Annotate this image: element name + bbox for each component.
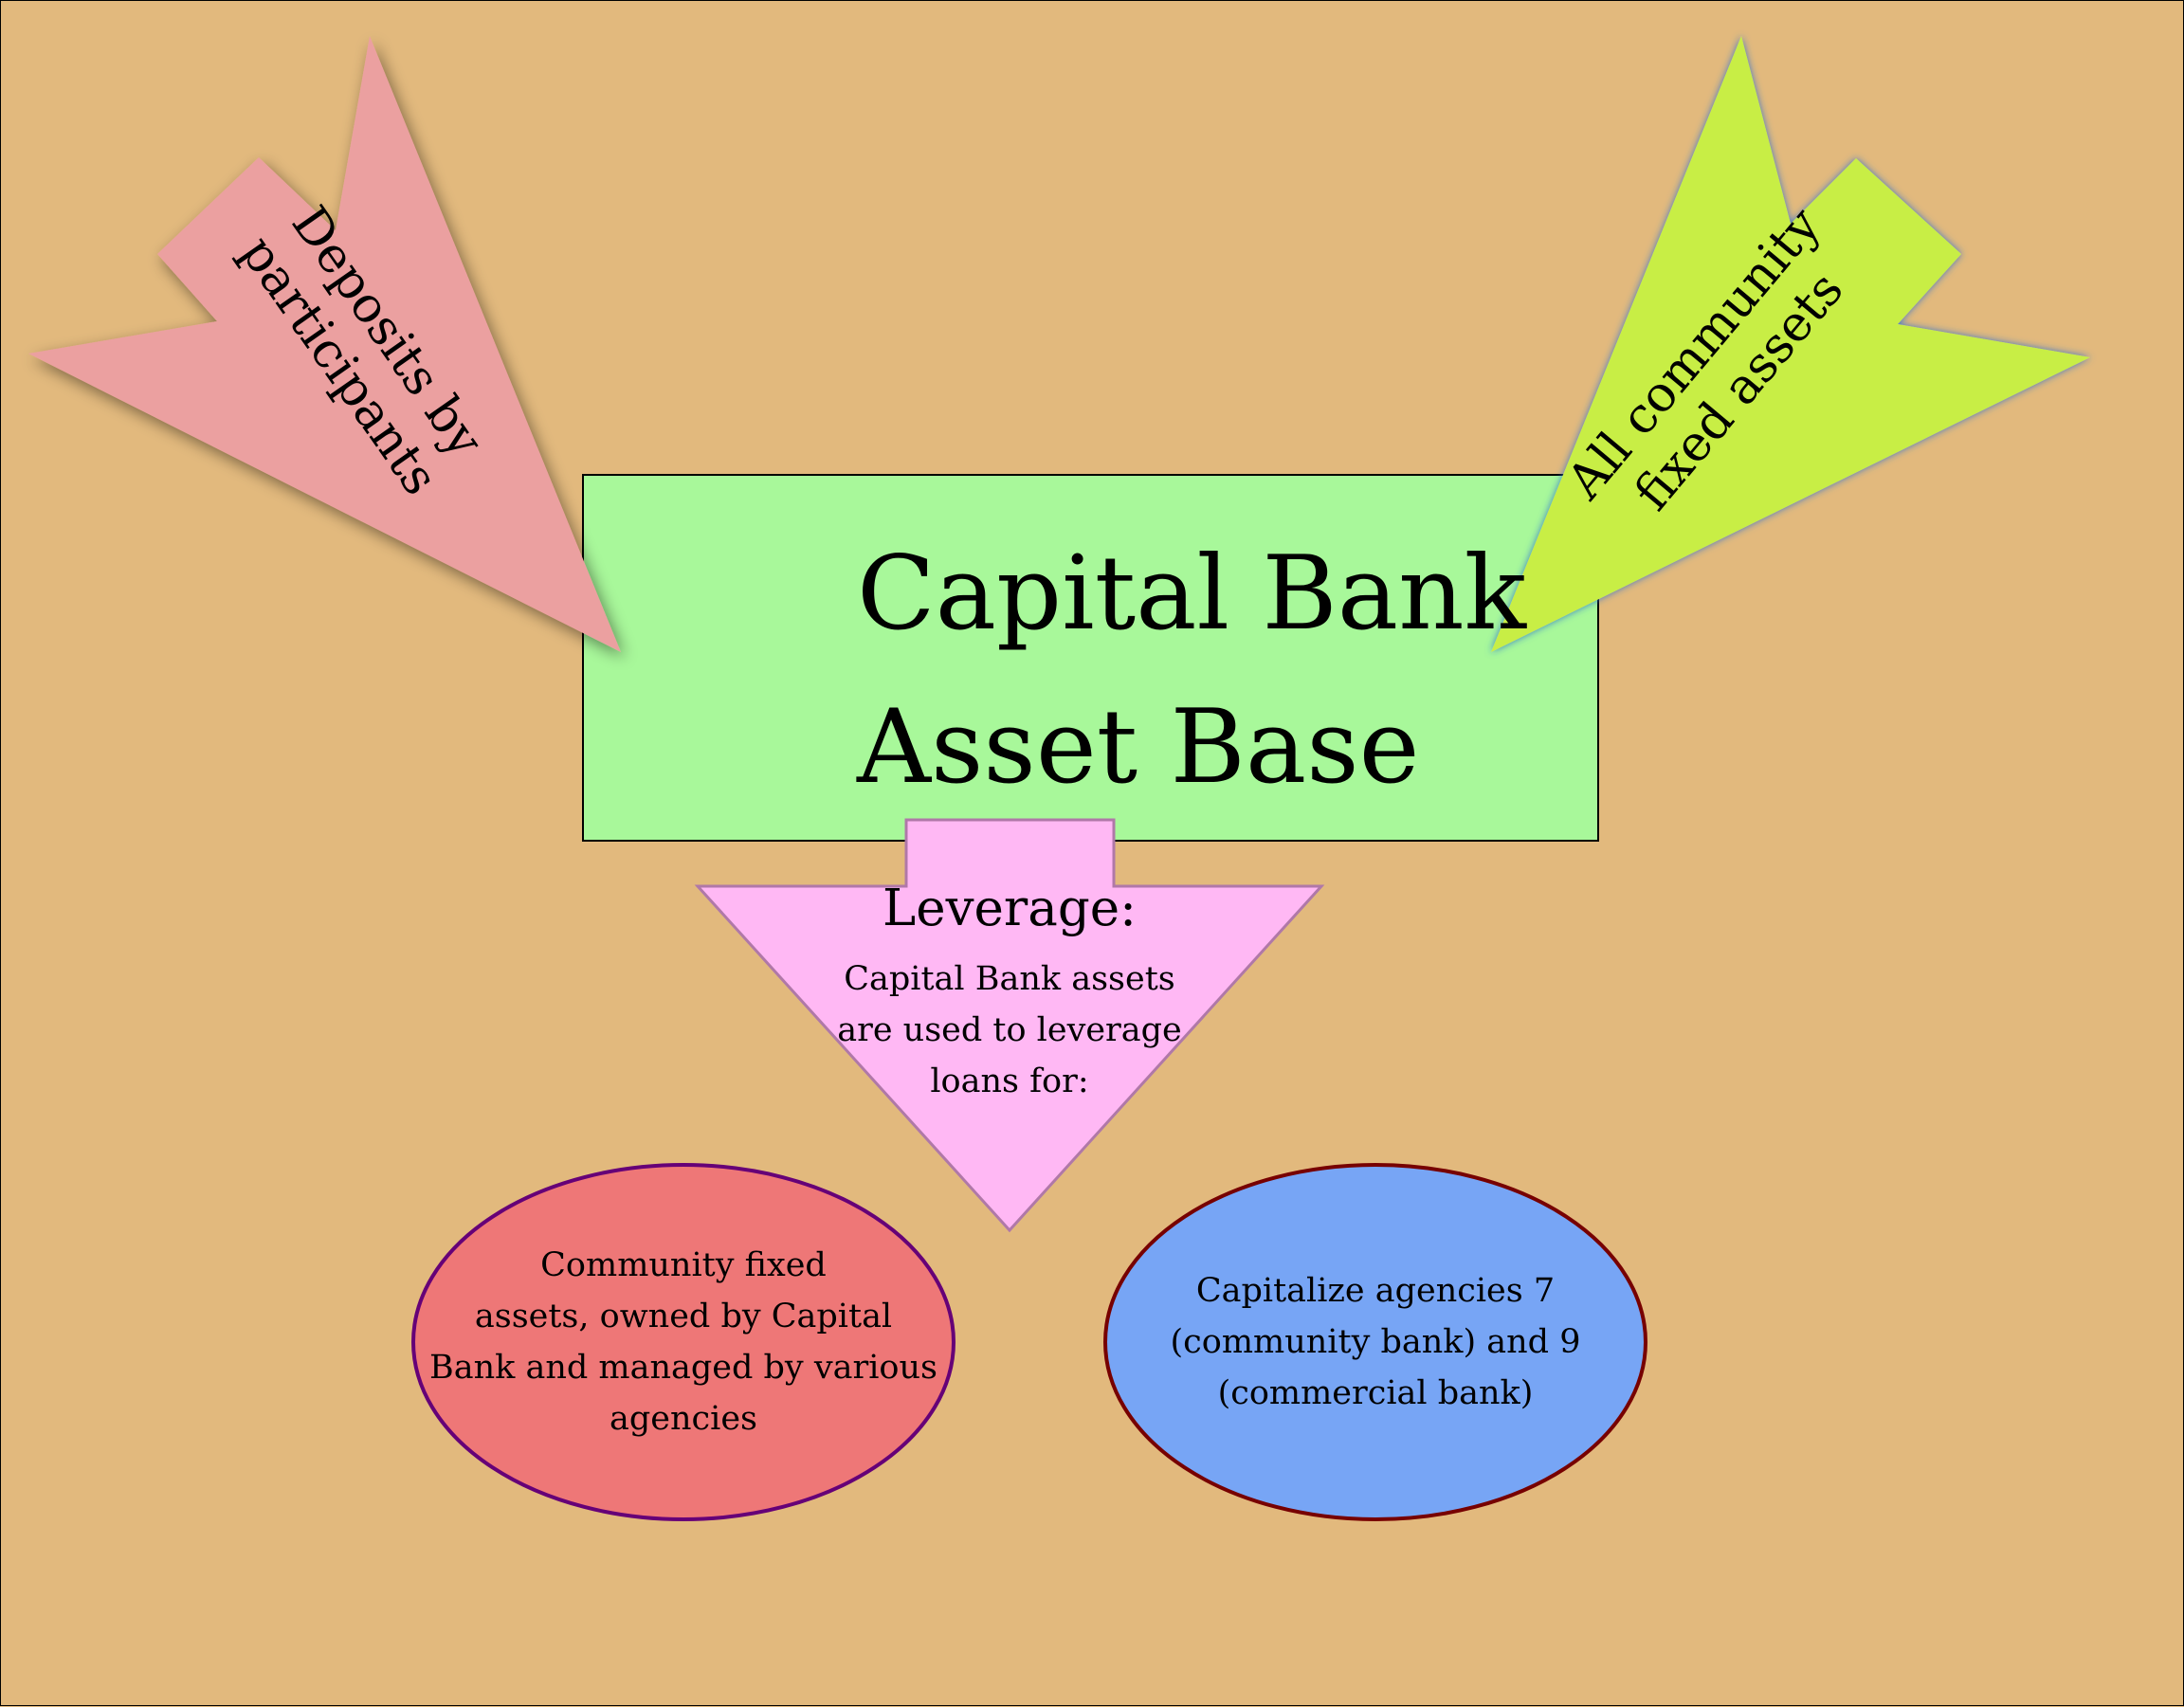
ellipse-line: Community fixed xyxy=(540,1246,827,1284)
asset-base-box xyxy=(582,474,1599,842)
community-assets-ellipse xyxy=(411,1163,956,1521)
title: Capital Bank Asset Base xyxy=(857,518,1526,825)
title-line-1: Capital Bank xyxy=(857,535,1527,653)
ellipse-line: Bank and managed by various xyxy=(429,1349,937,1387)
leverage-line: are used to leverage xyxy=(837,1011,1182,1049)
capitalize-agencies-text: Capitalize agencies 7 (community bank) a… xyxy=(1110,1265,1641,1419)
fixed-assets-arrow xyxy=(1491,36,2090,652)
title-line-2: Asset Base xyxy=(857,688,1420,807)
ellipse-line: (community bank) and 9 xyxy=(1170,1323,1581,1361)
leverage-heading: Leverage: xyxy=(883,880,1137,937)
leverage-line: Capital Bank assets xyxy=(844,960,1175,998)
leverage-line: loans for: xyxy=(930,1062,1089,1100)
ellipse-line: assets, owned by Capital xyxy=(474,1298,893,1335)
ellipse-line: Capitalize agencies 7 xyxy=(1195,1272,1556,1310)
community-assets-text: Community fixed assets, owned by Capital… xyxy=(418,1240,949,1444)
leverage-text: Capital Bank assets are used to leverage… xyxy=(820,953,1199,1107)
capitalize-agencies-ellipse xyxy=(1103,1163,1647,1521)
leverage-arrow xyxy=(694,818,1325,1233)
deposits-arrow xyxy=(28,36,621,652)
ellipse-line: (commercial bank) xyxy=(1217,1374,1534,1412)
ellipse-line: agencies xyxy=(610,1400,757,1438)
